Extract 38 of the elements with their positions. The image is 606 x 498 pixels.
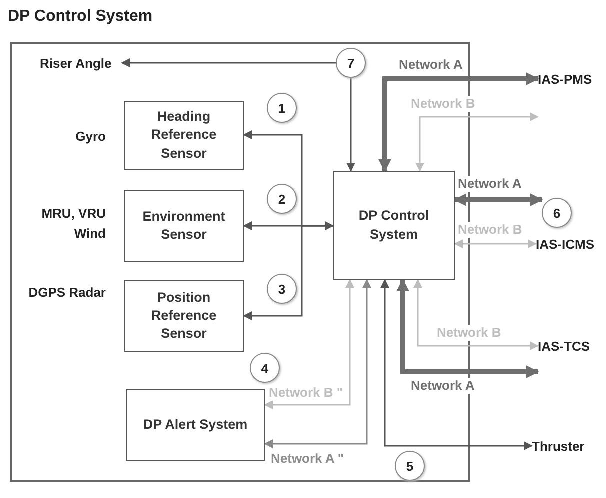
edge-label: Network A: [457, 176, 523, 192]
callout-number: 7: [336, 48, 366, 78]
callout-number: 1: [267, 93, 297, 123]
connector-arrow: [414, 279, 539, 350]
process-box: DP Control System: [333, 171, 455, 280]
edge-label: Network B: [457, 222, 524, 238]
system-label: IAS-PMS: [538, 70, 600, 88]
connector-arrow: [454, 194, 544, 206]
process-box: Position Reference Sensor: [124, 280, 244, 352]
process-box: Environment Sensor: [124, 190, 244, 262]
connector-arrow: [416, 112, 539, 172]
diagram-title: DP Control System: [8, 8, 153, 26]
system-label: IAS-ICMS: [536, 235, 604, 253]
edge-label: Network B: [436, 325, 502, 341]
callout-number: 5: [395, 451, 425, 481]
connector-arrow: [378, 72, 540, 172]
edge-label: Network A: [410, 378, 476, 394]
connector-arrow: [121, 58, 336, 68]
callout-number: 6: [542, 198, 572, 228]
connector-arrow: [380, 279, 533, 450]
process-box: Heading Reference Sensor: [124, 101, 244, 170]
system-label: IAS-TCS: [538, 337, 598, 355]
connector-arrow: [454, 240, 537, 248]
system-label: Riser Angle: [40, 54, 122, 72]
system-label: Thruster: [532, 437, 598, 455]
process-box: DP Alert System: [126, 389, 265, 461]
edge-label: Network B: [410, 96, 476, 112]
connector-arrow: [264, 279, 372, 448]
sensor-source-label: DGPS Radar: [28, 284, 106, 302]
connector-arrow: [396, 278, 540, 378]
sensor-source-label: Gyro: [74, 128, 106, 146]
connector-arrow: [243, 222, 334, 320]
sensor-source-label: MRU, VRU Wind: [40, 205, 106, 244]
callout-number: 3: [267, 274, 297, 304]
connector-arrow: [264, 279, 354, 410]
callout-number: 2: [267, 184, 297, 214]
connector-arrow: [346, 78, 356, 172]
callout-number: 4: [250, 353, 280, 383]
